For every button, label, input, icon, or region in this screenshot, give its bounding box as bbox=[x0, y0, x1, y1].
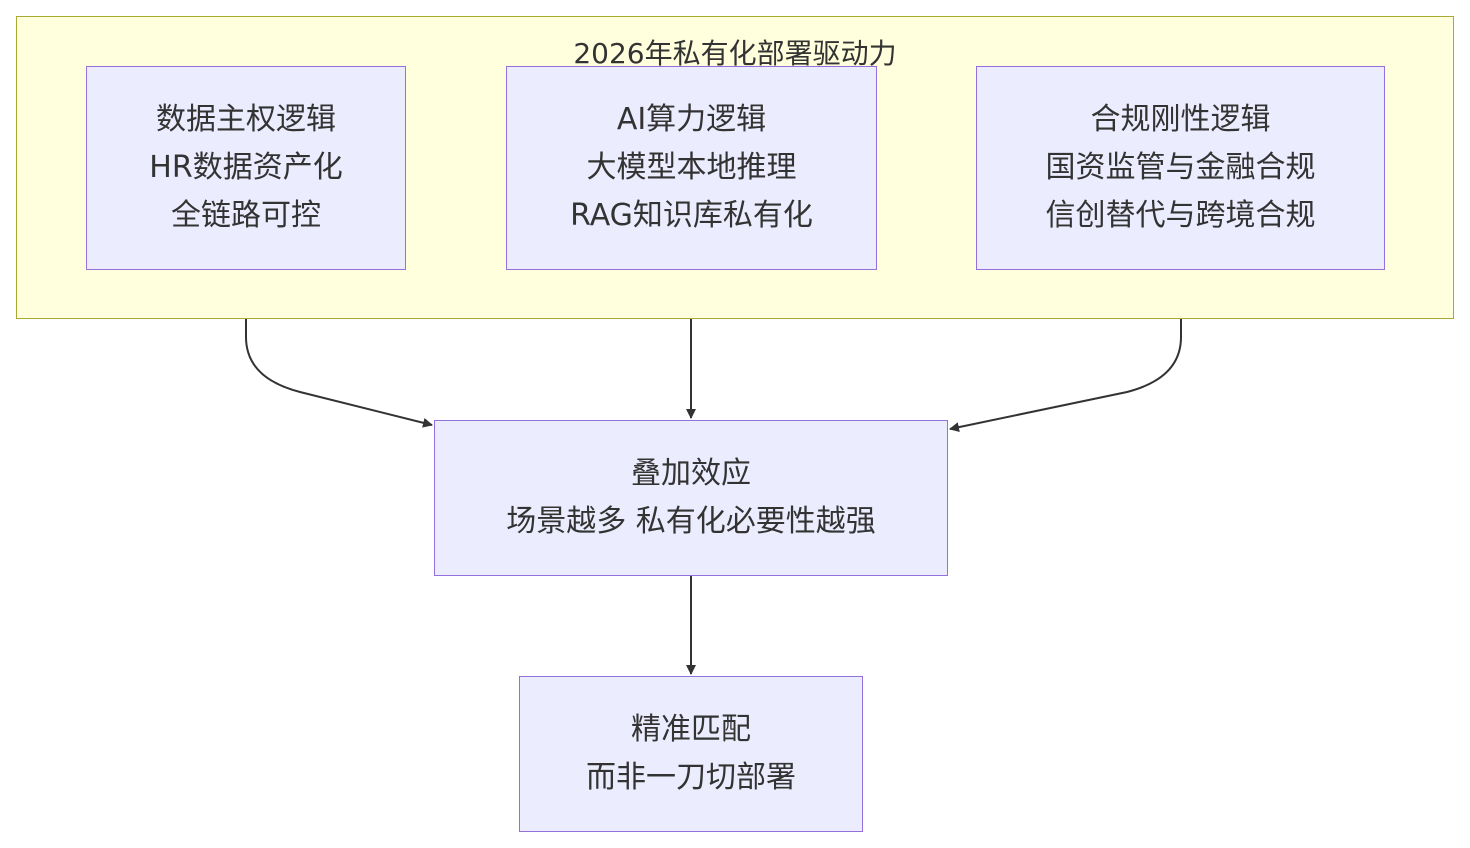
node-line: RAG知识库私有化 bbox=[570, 198, 813, 233]
node-title: AI算力逻辑 bbox=[616, 102, 767, 137]
precise-match-node[interactable]: 精准匹配 而非一刀切部署 bbox=[519, 676, 863, 832]
node-line: 大模型本地推理 bbox=[586, 150, 797, 185]
ai-compute-node[interactable]: AI算力逻辑 大模型本地推理 RAG知识库私有化 bbox=[506, 66, 877, 270]
data-sovereignty-node[interactable]: 数据主权逻辑 HR数据资产化 全链路可控 bbox=[86, 66, 406, 270]
edge-data-sovereignty-to-stacking-effect bbox=[245, 270, 433, 428]
node-line: 信创替代与跨境合规 bbox=[1045, 198, 1316, 233]
stacking-effect-node[interactable]: 叠加效应 场景越多 私有化必要性越强 bbox=[434, 420, 948, 576]
node-line: 场景越多 私有化必要性越强 bbox=[506, 504, 876, 539]
edge-compliance-to-stacking-effect bbox=[949, 270, 1182, 433]
node-title: 数据主权逻辑 bbox=[156, 102, 336, 137]
node-line: 国资监管与金融合规 bbox=[1045, 150, 1316, 185]
node-line: 而非一刀切部署 bbox=[586, 760, 796, 795]
node-line: 全链路可控 bbox=[171, 198, 321, 233]
node-title: 合规刚性逻辑 bbox=[1090, 102, 1271, 137]
node-title: 叠加效应 bbox=[631, 456, 751, 491]
node-title: 精准匹配 bbox=[631, 712, 751, 747]
node-line: HR数据资产化 bbox=[149, 150, 343, 185]
compliance-node[interactable]: 合规刚性逻辑 国资监管与金融合规 信创替代与跨境合规 bbox=[976, 66, 1385, 270]
cluster-title: 2026年私有化部署驱动力 bbox=[573, 37, 897, 70]
